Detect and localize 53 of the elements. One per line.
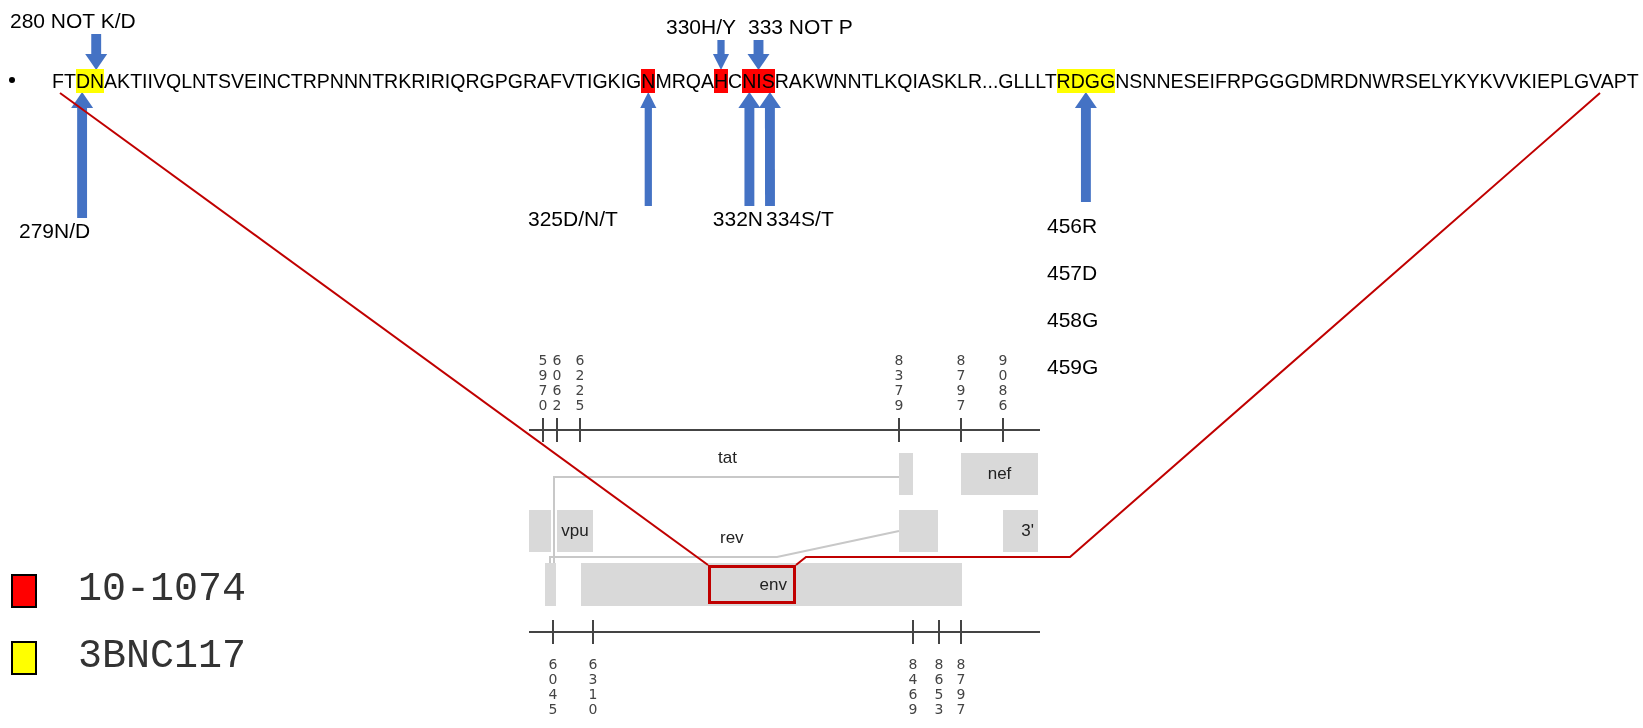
gene-box: vpu — [557, 510, 593, 552]
mutation-label: 459G — [1047, 354, 1100, 380]
arrow — [738, 92, 761, 206]
mutation-label: 456R — [1047, 213, 1099, 239]
position-number: 5970 — [538, 353, 548, 413]
gene-box — [581, 563, 962, 606]
sequence-text: NSNNESEIFRPGGGDMRDNWRSELYKYKVVKIEPLGVAPT — [1115, 70, 1639, 92]
gene-box — [899, 453, 913, 495]
sequence-text: FT — [52, 70, 76, 92]
legend-text: 3BNC117 — [78, 635, 247, 679]
sequence-text: MRQA — [655, 70, 714, 92]
position-number: 6310 — [588, 657, 598, 717]
highlighted-residue: NIS — [742, 69, 775, 93]
mutation-label: 280 NOT K/D — [10, 8, 160, 34]
gene-box: nef — [961, 453, 1038, 495]
gene-box — [529, 510, 551, 552]
position-number: 6062 — [552, 353, 562, 413]
sequence-text: RAKWNNTLKQIASKLR...GLLLT — [774, 70, 1057, 92]
mutation-label: 333 NOT P — [748, 14, 883, 40]
arrow — [747, 40, 770, 70]
zoom-line — [795, 92, 1601, 566]
splice-line — [553, 476, 900, 564]
gene-name: rev — [720, 528, 744, 548]
position-number: 6045 — [548, 657, 558, 717]
position-number: 8469 — [908, 657, 918, 717]
splice-line — [549, 530, 900, 564]
arrow — [85, 34, 108, 70]
position-number: 8797 — [956, 657, 966, 717]
mutation-label: 457D — [1047, 260, 1099, 286]
position-number: 8653 — [934, 657, 944, 717]
arrow — [71, 92, 94, 218]
zoom-frame: env — [708, 565, 796, 604]
gene-box: 3' — [1003, 510, 1038, 552]
arrow — [1074, 92, 1097, 202]
position-number: 9086 — [998, 353, 1008, 413]
gene-box — [545, 563, 556, 606]
mutation-label: 325D/N/T — [528, 206, 673, 232]
legend-text: 10-1074 — [78, 568, 247, 612]
arrow — [758, 92, 781, 206]
mutation-label: 458G — [1047, 307, 1100, 333]
sequence-text: C — [728, 70, 743, 92]
zoom-line — [59, 92, 709, 566]
highlighted-residue: N — [641, 69, 656, 93]
gene-name: tat — [718, 448, 737, 468]
mutation-label: 332N — [700, 206, 763, 232]
position-number: 8379 — [894, 353, 904, 413]
position-number: 8797 — [956, 353, 966, 413]
sequence-text: AKTIIVQLNTSVEINCTRPNNNTRKRIRIQRGPGRAFVTIGKIG — [104, 70, 642, 92]
gene-box — [899, 510, 938, 552]
position-number: 6225 — [575, 353, 585, 413]
mutation-label: 279N/D — [19, 218, 144, 244]
mutation-label: 330H/Y — [610, 14, 736, 40]
mutation-label: 334S/T — [766, 206, 846, 232]
